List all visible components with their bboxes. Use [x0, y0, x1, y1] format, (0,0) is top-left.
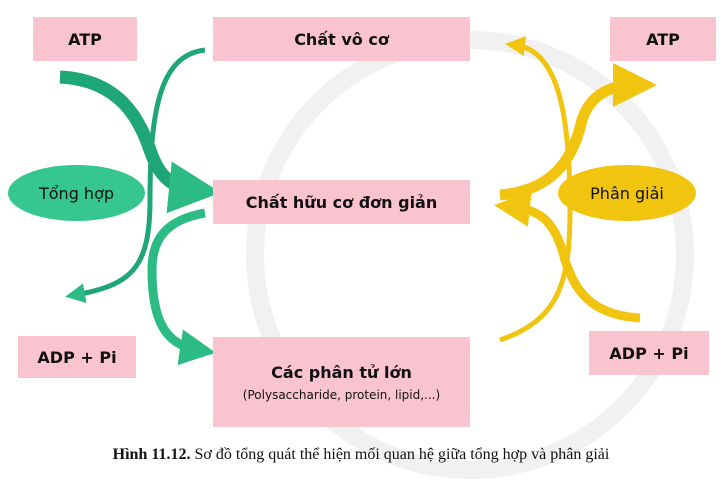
label: Tổng hợp [38, 183, 115, 203]
macromolecules-box: Các phân tử lớn (Polysaccharide, protein,… [213, 337, 470, 427]
label: ADP + Pi [609, 343, 689, 363]
figure-caption: Hình 11.12. Sơ đồ tổng quát thể hiện mối… [0, 446, 722, 464]
caption-label: Hình 11.12. [112, 446, 191, 463]
breakdown-ellipse: Phân giải [558, 165, 696, 221]
atp-left-box: ATP [33, 17, 137, 61]
arrow-to-atp-right [499, 63, 657, 201]
watermark-icon [246, 31, 694, 479]
atp-right-box: ATP [610, 17, 716, 61]
arrow-inorganic-to-adp [65, 47, 206, 304]
arrow-macro-to-inorganic [499, 36, 573, 343]
arrow-atp-to-simple [59, 70, 221, 214]
arrow-simple-to-macro [147, 208, 216, 366]
label: Các phân tử lớn [271, 362, 412, 382]
inorganic-box: Chất vô cơ [213, 17, 470, 61]
adp-right-box: ADP + Pi [589, 331, 709, 375]
adp-left-box: ADP + Pi [18, 336, 136, 378]
arrow-adp-to-simple [494, 191, 641, 323]
label: ATP [68, 29, 102, 49]
label: Chất hữu cơ đơn giản [245, 192, 438, 212]
synthesis-ellipse: Tổng hợp [8, 165, 145, 221]
label: Phân giải [590, 183, 664, 203]
label: ADP + Pi [37, 347, 117, 367]
caption-text: Sơ đồ tổng quát thể hiện mối quan hệ giữ… [190, 446, 610, 463]
label: Chất vô cơ [294, 29, 389, 49]
examples: (Polysaccharide, protein, lipid,...) [242, 387, 441, 402]
label: ATP [646, 29, 680, 49]
simple-organic-box: Chất hữu cơ đơn giản [213, 180, 470, 224]
